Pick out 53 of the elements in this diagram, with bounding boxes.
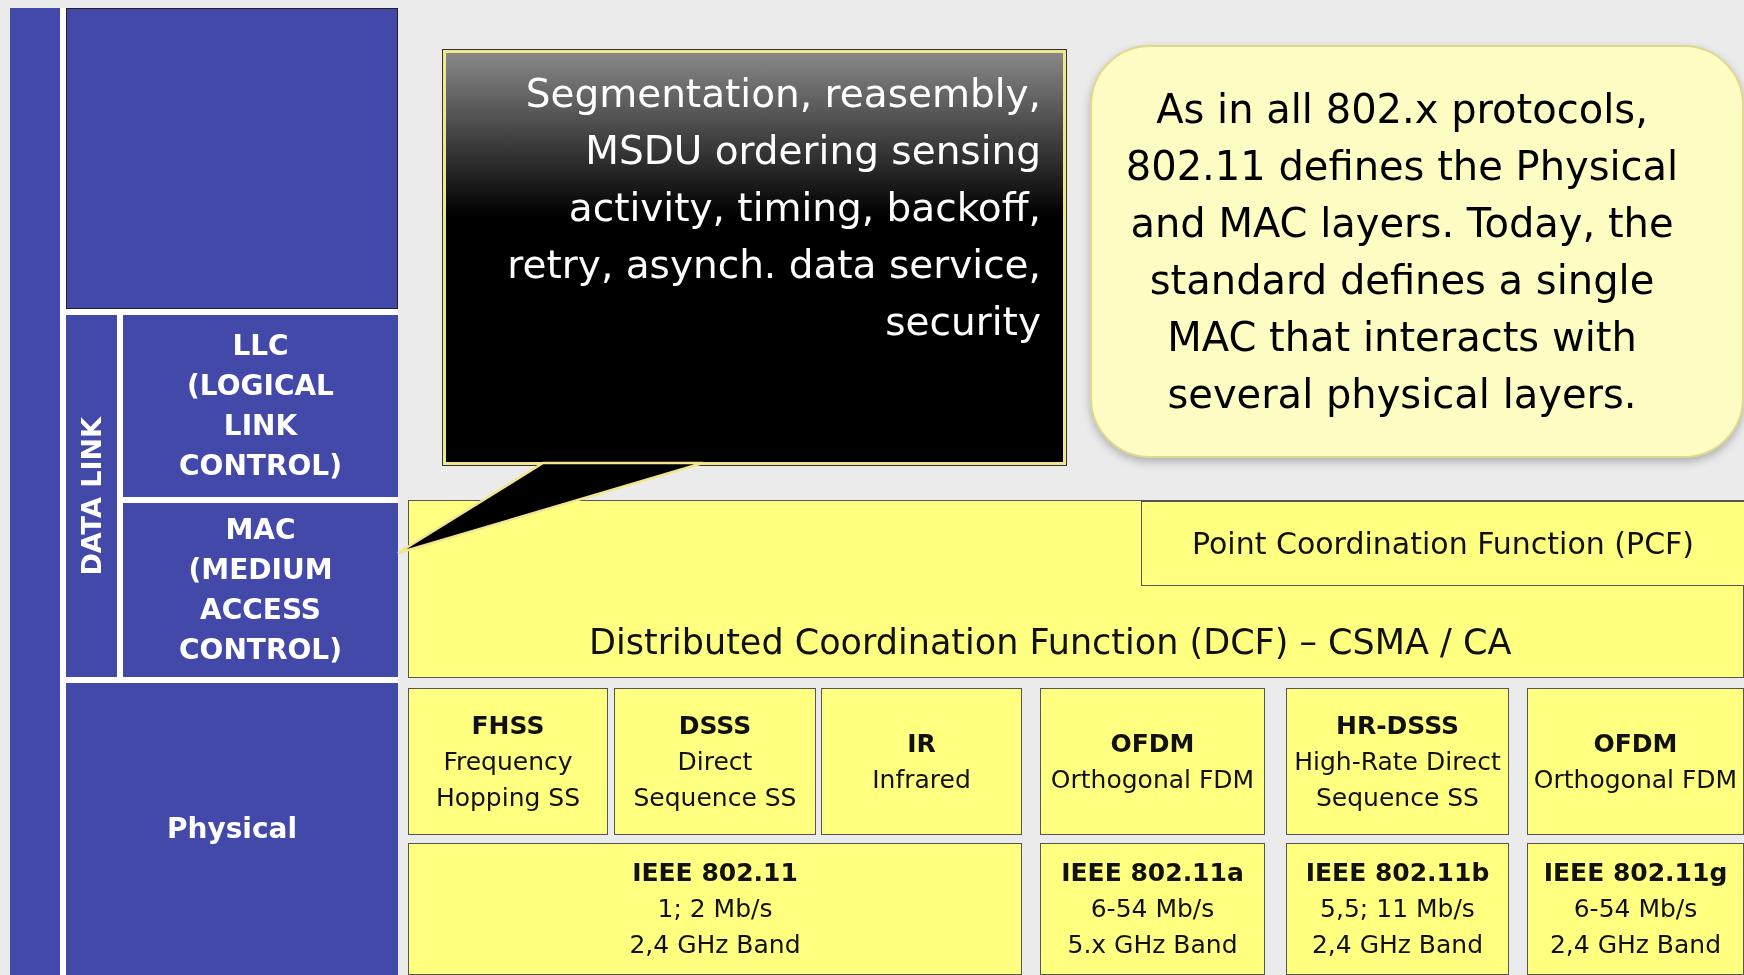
heading-text: DSSS xyxy=(678,709,752,742)
function-band xyxy=(408,500,1744,678)
body-text: Orthogonal FDM xyxy=(1533,763,1738,796)
function-box xyxy=(1141,501,1744,586)
callout-box xyxy=(443,50,1066,465)
heading-text: OFDM xyxy=(1110,727,1195,760)
heading-text: IR xyxy=(907,727,936,760)
layer-box xyxy=(123,503,398,677)
band-label: Distributed Coordination Function (DCF) – CSMA / CA xyxy=(589,621,1512,664)
layer-box xyxy=(123,315,398,497)
heading-text: HR-DSSS xyxy=(1335,709,1460,742)
layer-box xyxy=(66,683,398,975)
layer-box xyxy=(408,688,608,835)
body-text: 5.x GHz Band xyxy=(1067,929,1238,961)
body-text: High-Rate Direct Sequence SS xyxy=(1293,745,1502,814)
layer-label: Physical xyxy=(165,811,299,847)
note-box xyxy=(1090,45,1744,458)
body-text: 2,4 GHz Band xyxy=(1549,929,1722,961)
layer-box xyxy=(1286,843,1509,975)
layer-panel xyxy=(66,8,398,309)
body-text: 2,4 GHz Band xyxy=(629,929,801,961)
layer-label: DATA LINK xyxy=(76,416,107,576)
body-text: Infrared xyxy=(872,763,971,796)
layer-box xyxy=(1040,688,1265,835)
body-text: Frequency Hopping SS xyxy=(434,745,582,814)
layer-label: LLC (LOGICAL LINK CONTROL) xyxy=(178,328,343,484)
layer-box xyxy=(1527,843,1744,975)
body-text: Direct Sequence SS xyxy=(632,745,798,814)
layer-box xyxy=(1040,843,1265,975)
layer-box xyxy=(1527,688,1744,835)
heading-text: IEEE 802.11a xyxy=(1061,857,1244,889)
layer-box xyxy=(66,315,117,677)
heading-text: OFDM xyxy=(1593,727,1678,760)
heading-text: IEEE 802.11 xyxy=(632,857,798,889)
body-text: 2,4 GHz Band xyxy=(1311,929,1484,961)
layer-box xyxy=(614,688,816,835)
body-text: 5,5; 11 Mb/s xyxy=(1320,893,1475,925)
body-text: 6-54 Mb/s xyxy=(1573,893,1698,925)
callout-pointer xyxy=(396,461,705,555)
body-text: Orthogonal FDM xyxy=(1050,763,1255,796)
heading-text: IEEE 802.11g xyxy=(1543,857,1728,889)
callout-text: Segmentation, reasembly, MSDU ordering sensing activity, timing, backoff, retry, asynch. data service, security xyxy=(506,70,1041,346)
layer-label: MAC (MEDIUM ACCESS CONTROL) xyxy=(178,512,343,668)
layer-strip xyxy=(10,8,60,975)
layer-box xyxy=(821,688,1022,835)
heading-text: IEEE 802.11b xyxy=(1305,857,1490,889)
heading-text: FHSS xyxy=(471,709,545,742)
body-text: 1; 2 Mb/s xyxy=(657,893,773,925)
layer-box xyxy=(1286,688,1509,835)
body-text: 6-54 Mb/s xyxy=(1090,893,1215,925)
note-text: As in all 802.x protocols, 802.11 defines the Physical and MAC layers. Today, the standard defines a single MAC that interacts with several physical layers. xyxy=(1124,84,1680,419)
box-label: Point Coordination Function (PCF) xyxy=(1191,524,1695,563)
layer-box xyxy=(408,843,1022,975)
